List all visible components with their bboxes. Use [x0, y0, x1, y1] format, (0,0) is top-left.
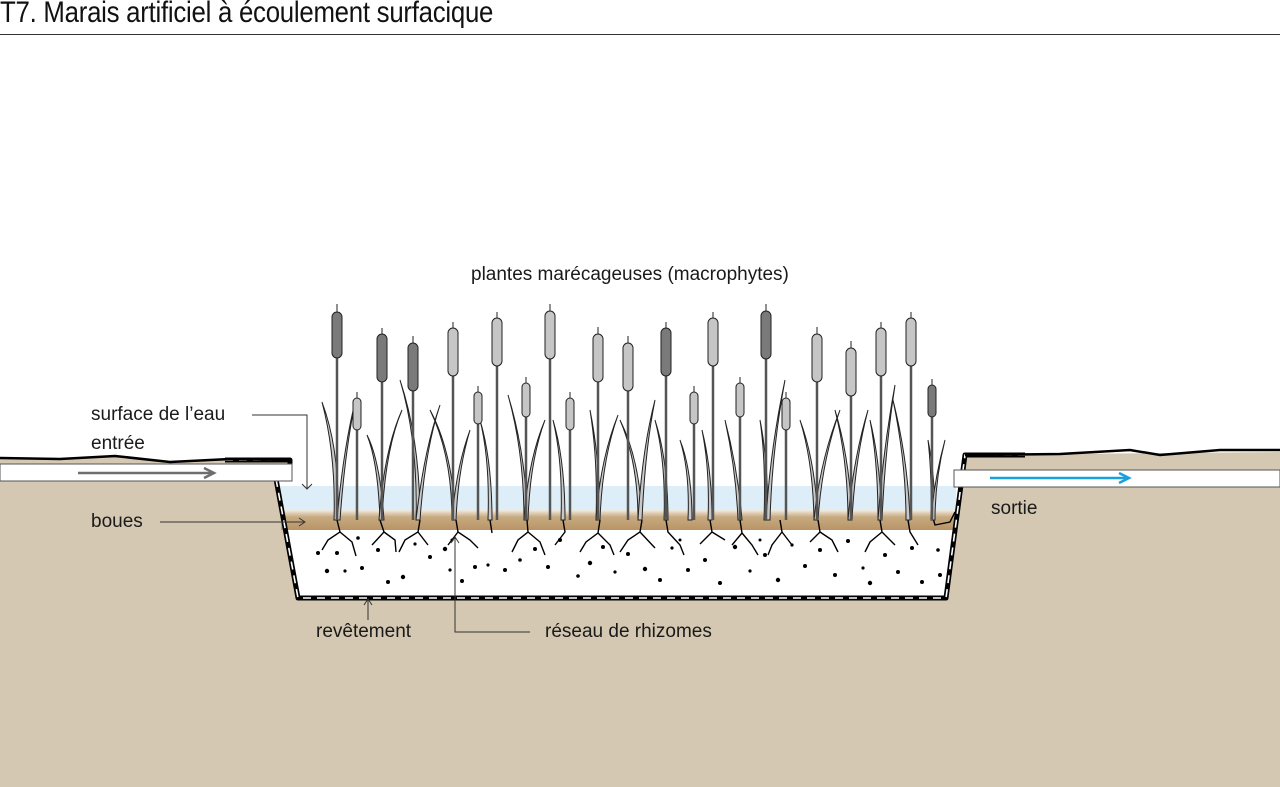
label-sludge: boues [91, 511, 143, 532]
page-title: T7. Marais artificiel à écoulement surfa… [0, 0, 494, 29]
outlet-arrow-icon [990, 471, 1132, 485]
rhizome-roots [321, 511, 956, 557]
label-inlet: entrée [91, 433, 145, 454]
water-layer [280, 486, 956, 510]
label-rhizome-network: réseau de rhizomes [545, 621, 712, 642]
leader-lines [160, 414, 530, 633]
label-liner: revêtement [316, 621, 412, 642]
label-water-surface: surface de l’eau [91, 404, 226, 425]
label-outlet: sortie [991, 498, 1038, 519]
gravel-bed [283, 528, 955, 598]
right-ground [940, 452, 1280, 787]
gravel-particles [316, 536, 942, 586]
label-plants: plantes marécageuses (macrophytes) [471, 264, 789, 285]
left-ground [0, 478, 300, 787]
macrophyte-plants [321, 304, 946, 521]
inlet-arrow-icon [78, 466, 217, 480]
title-divider [0, 34, 1280, 35]
